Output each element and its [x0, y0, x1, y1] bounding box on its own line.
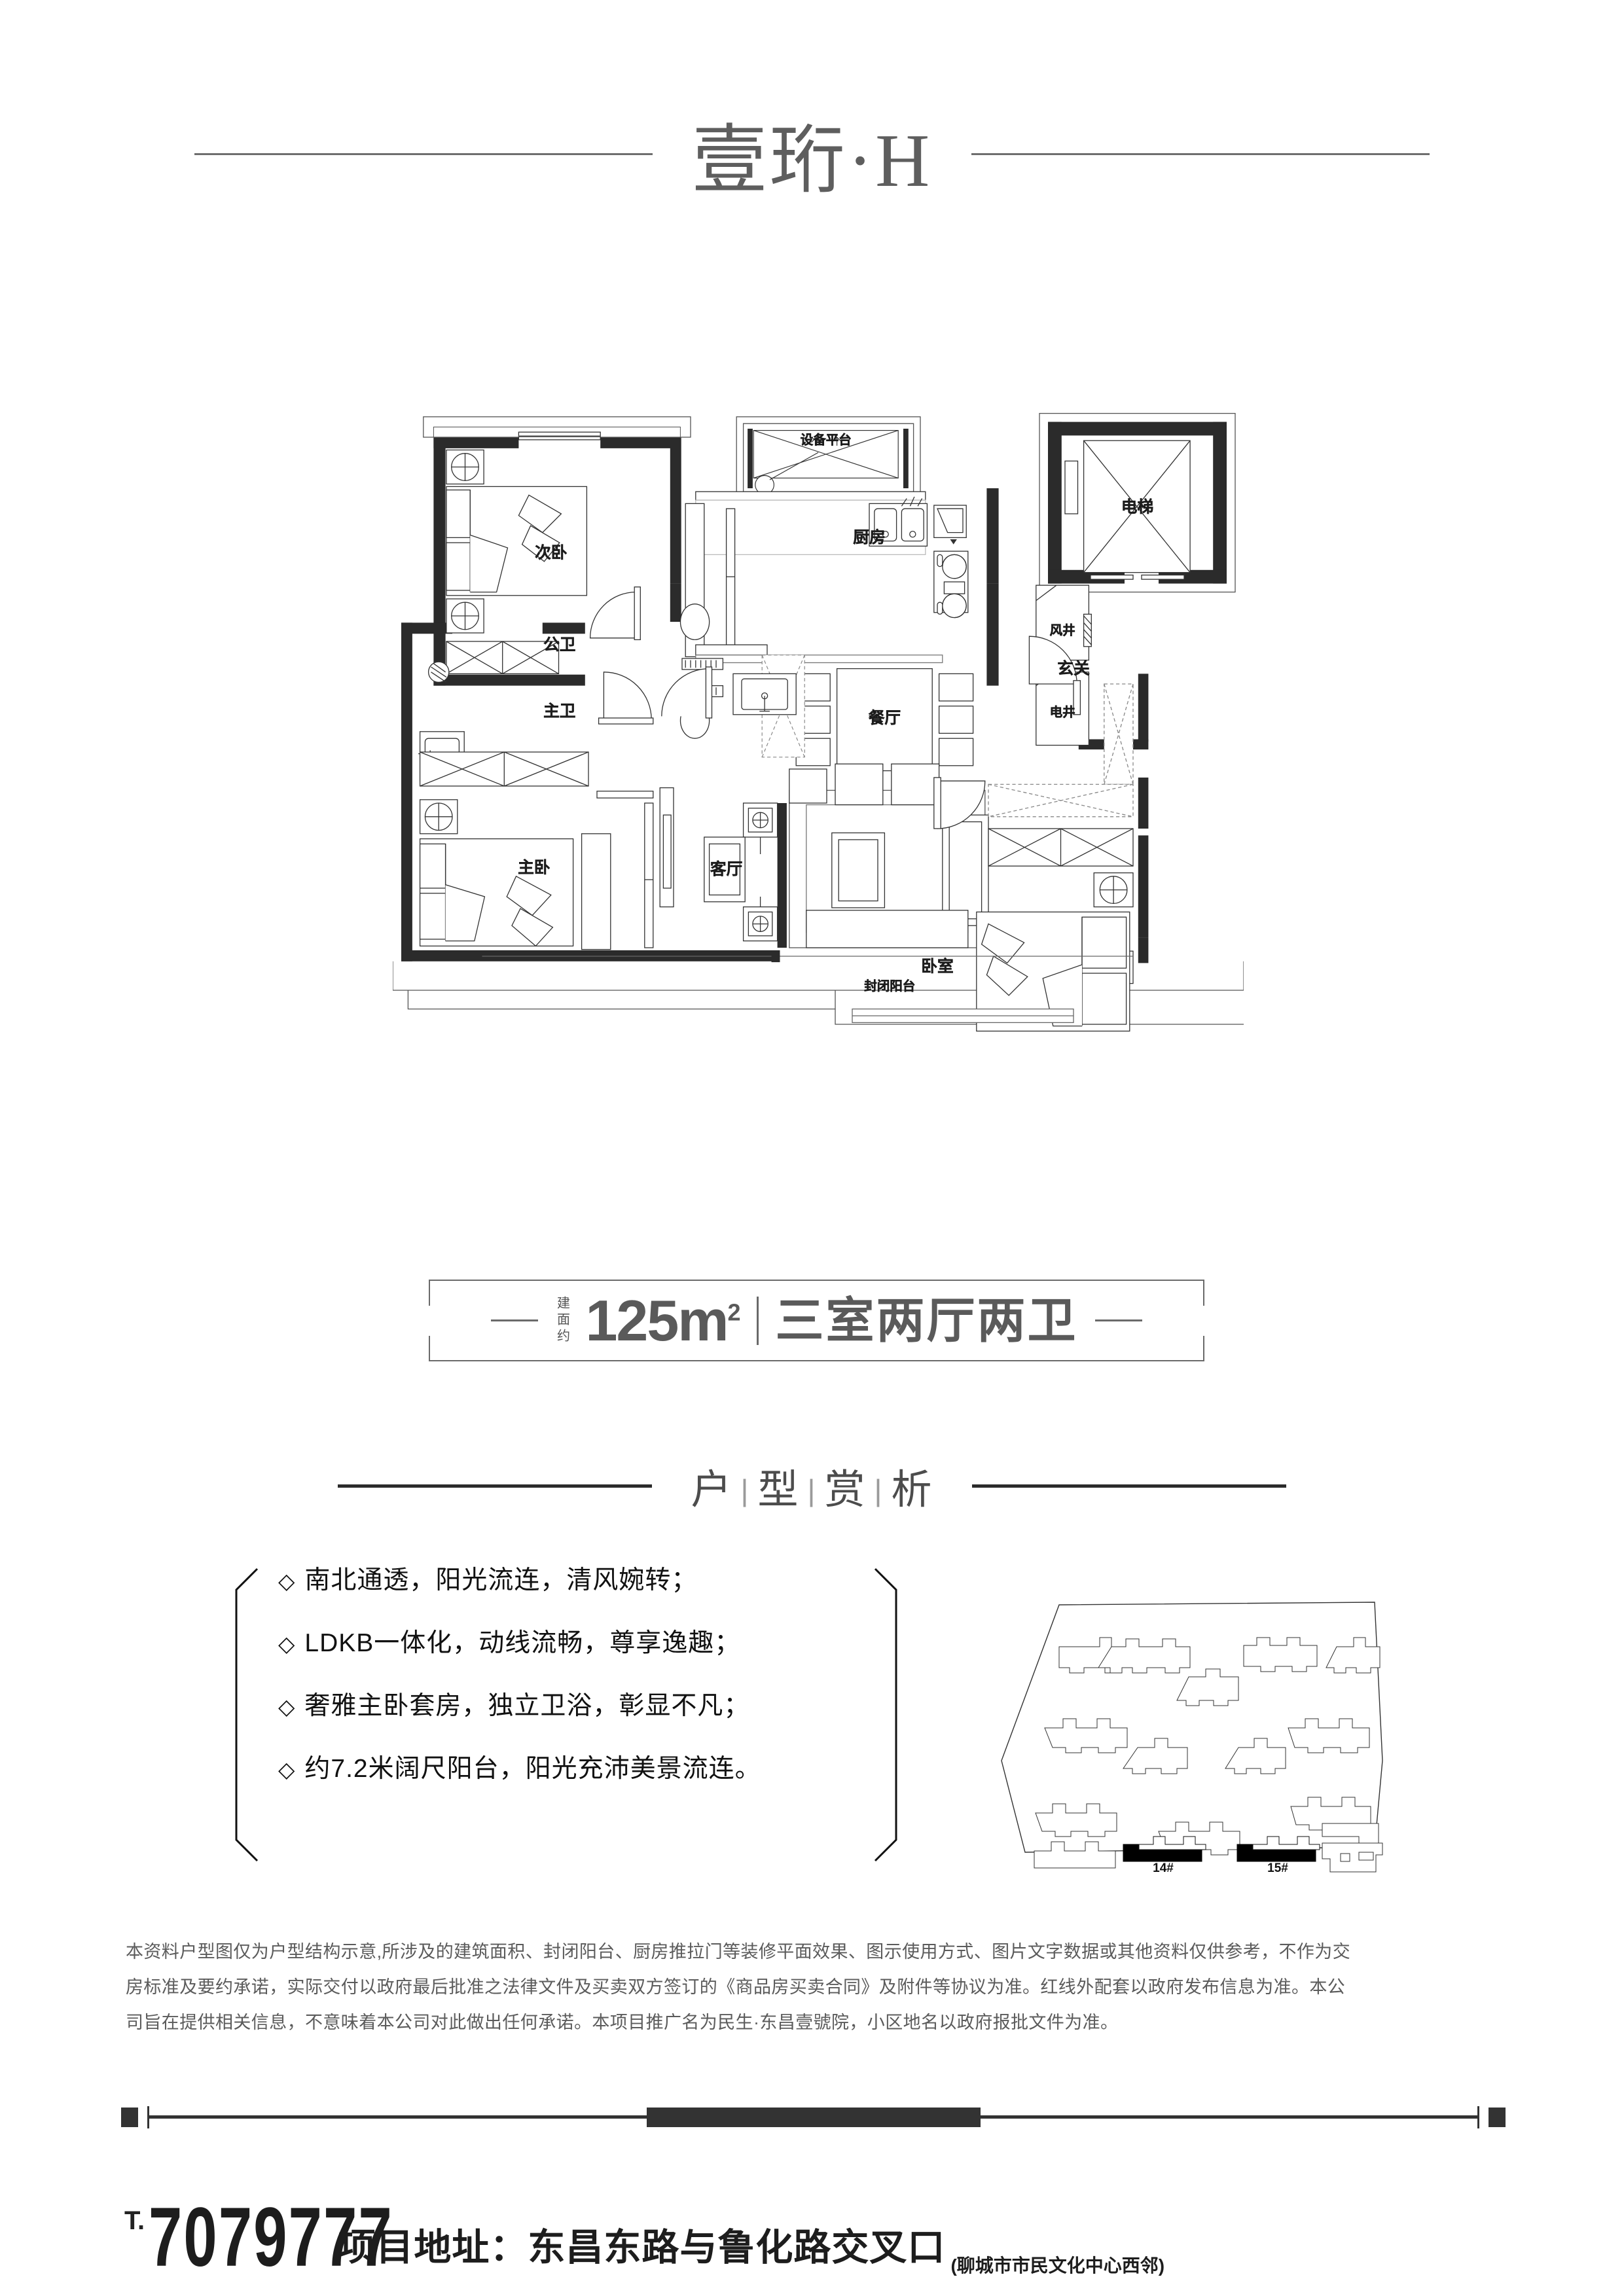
page-header: 壹珩·H: [0, 98, 1624, 209]
svg-text:卧室: 卧室: [921, 957, 953, 975]
section-title: 户|型|赏|析: [691, 1456, 933, 1515]
area-number: 125m: [585, 1287, 729, 1353]
feature-text: 约7.2米阔尺阳台，阳光充沛美景流连。: [304, 1755, 761, 1783]
diamond-icon: ◇: [278, 1757, 296, 1782]
features-block: ◇ 南北通透，阳光流连，清风婉转； ◇ LDKB一体化，动线流畅，尊享逸趣； ◇ 奢雅…: [232, 1568, 900, 1862]
svg-text:封闭阳台: 封闭阳台: [864, 979, 915, 994]
svg-text:电井: 电井: [1050, 705, 1075, 719]
svg-text:设备平台: 设备平台: [801, 433, 852, 447]
diamond-icon: ◇: [278, 1569, 296, 1593]
feature-text: 奢雅主卧套房，独立卫浴，彰显不凡；: [304, 1692, 750, 1720]
banner-divider: [756, 1296, 759, 1345]
section-sep-1: |: [807, 1473, 817, 1507]
tel-prefix: T.: [124, 2206, 145, 2235]
section-rule-right: [972, 1484, 1287, 1488]
section-sep-0: |: [740, 1473, 750, 1507]
divider-center-block: [646, 2108, 981, 2127]
feature-item: ◇ LDKB一体化，动线流畅，尊享逸趣；: [278, 1630, 900, 1656]
svg-text:次卧: 次卧: [535, 544, 567, 562]
feature-text: 南北通透，阳光流连，清风婉转；: [304, 1566, 698, 1594]
divider-cap-right: [1489, 2108, 1506, 2127]
site-label-15: 15#: [1267, 1861, 1288, 1875]
site-plan: 14# 15#: [982, 1564, 1388, 1878]
feature-text: LDKB一体化，动线流畅，尊享逸趣；: [304, 1629, 741, 1657]
section-char-3: 析: [891, 1467, 933, 1513]
project-address-note: (聊城市市民文化中心西邻): [950, 2255, 1165, 2276]
section-header: 户|型|赏|析: [0, 1450, 1624, 1522]
feature-item: ◇ 约7.2米阔尺阳台，阳光充沛美景流连。: [278, 1756, 900, 1782]
banner-dash-left: [491, 1319, 539, 1321]
diamond-icon: ◇: [278, 1632, 296, 1656]
page-footer: T. 7079777 项目地址：东昌东路与鲁化路交叉口 (聊城市市民文化中心西邻…: [124, 2147, 1551, 2285]
banner-dash-right: [1094, 1319, 1142, 1321]
floor-plan: 设备平台 电梯 次卧 厨房 风井 餐厅 电井 公卫 电井 玄关 主卫 客厅 卧室…: [393, 275, 1244, 1178]
section-char-0: 户: [691, 1467, 733, 1513]
floor-plan-drawing: 设备平台 电梯 次卧 厨房 风井 餐厅 电井 公卫 电井 玄关 主卫 客厅 卧室…: [393, 412, 1244, 1032]
disclaimer-line: 司旨在提供相关信息，不意味着本公司对此做出任何承诺。本项目推广名为民生·东昌壹號…: [126, 2013, 1119, 2032]
header-rule-right: [971, 152, 1430, 155]
svg-text:餐厅: 餐厅: [869, 709, 901, 727]
site-plan-drawing: 14# 15#: [1001, 1602, 1383, 1875]
room-type: 三室两厅两卫: [775, 1293, 1078, 1348]
svg-text:风井: 风井: [1050, 624, 1075, 638]
svg-text:主卫: 主卫: [543, 702, 575, 720]
section-rule-left: [337, 1484, 652, 1488]
feature-item: ◇ 南北通透，阳光流连，清风婉转；: [278, 1568, 900, 1593]
page-title: 壹珩·H: [691, 119, 933, 202]
header-rule-left: [194, 152, 653, 155]
divider-cap-left: [121, 2108, 138, 2127]
divider-tick-right: [1477, 2106, 1479, 2128]
footer-divider: [121, 2106, 1506, 2128]
feature-item: ◇ 奢雅主卧套房，独立卫浴，彰显不凡；: [278, 1693, 900, 1719]
area-banner: 建面约 125m2 三室两厅两卫: [427, 1280, 1206, 1361]
svg-text:客厅: 客厅: [710, 860, 742, 878]
svg-text:公卫: 公卫: [543, 636, 575, 654]
section-char-1: 型: [757, 1467, 800, 1513]
feature-list: ◇ 南北通透，阳光流连，清风婉转； ◇ LDKB一体化，动线流畅，尊享逸趣； ◇ 奢雅…: [278, 1568, 900, 1819]
svg-text:电梯: 电梯: [1121, 497, 1153, 516]
section-char-2: 赏: [824, 1467, 867, 1513]
disclaimer-line: 本资料户型图仅为户型结构示意,所涉及的建筑面积、封闭阳台、厨房推拉门等装修平面效…: [126, 1942, 1351, 1962]
bracket-left: [232, 1568, 259, 1862]
area-value: 125m2: [585, 1291, 741, 1350]
area-superscript: 2: [727, 1299, 741, 1326]
disclaimer: 本资料户型图仅为户型结构示意,所涉及的建筑面积、封闭阳台、厨房推拉门等装修平面效…: [126, 1934, 1500, 2040]
svg-text:玄关: 玄关: [1057, 659, 1089, 677]
site-label-14: 14#: [1153, 1861, 1174, 1875]
svg-text:主卧: 主卧: [518, 859, 550, 877]
project-address: 项目地址：东昌东路与鲁化路交叉口: [338, 2227, 946, 2269]
area-prefix: 建面约: [554, 1296, 569, 1345]
tel-number[interactable]: 7079777: [149, 2191, 394, 2285]
bracket-right: [874, 1568, 900, 1862]
svg-text:厨房: 厨房: [853, 528, 885, 547]
disclaimer-line: 房标准及要约承诺，实际交付以政府最后批准之法律文件及买卖双方签订的《商品房买卖合…: [126, 1977, 1346, 1997]
section-sep-2: |: [874, 1473, 884, 1507]
diamond-icon: ◇: [278, 1695, 296, 1719]
